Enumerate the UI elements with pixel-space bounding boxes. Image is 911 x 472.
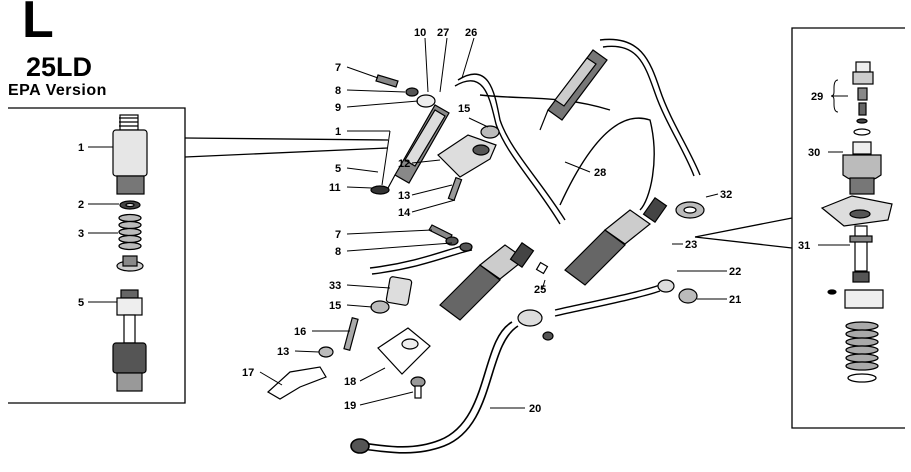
injector-body: [112, 114, 148, 195]
callout-label: 14: [398, 207, 411, 219]
seal-32: [675, 201, 705, 219]
engine-model: 25LD: [26, 52, 93, 82]
lever-17: [266, 366, 327, 400]
pump-detail-frame: [694, 27, 905, 429]
callout-labels: 1 2 3 5 7 8 9 1 5 11 10 27 26 15 12 13 1…: [78, 27, 823, 415]
callout-label: 20: [529, 403, 541, 415]
banjo-fitting-9: [416, 94, 436, 108]
callout-label: 7: [335, 62, 341, 74]
callout-label: 22: [729, 266, 741, 278]
pump-flange: [820, 195, 893, 227]
callout-label: 12: [398, 158, 410, 170]
callout-label: 1: [335, 126, 341, 138]
callout-label: 8: [335, 85, 341, 97]
callout-label: 31: [798, 240, 810, 252]
sleeve-33: [385, 276, 413, 306]
callout-label: 5: [335, 163, 341, 175]
callout-label: 10: [414, 27, 426, 39]
pump-plunger: [827, 225, 884, 309]
key-25: [535, 261, 549, 275]
upper-injector: [539, 49, 608, 131]
callout-label: 28: [594, 167, 606, 179]
callout-label: 25: [534, 284, 546, 296]
injector-assembly: [370, 104, 450, 195]
callout-label: 30: [808, 147, 820, 159]
injector-washer: [119, 200, 141, 210]
pump-barrel-head: [842, 141, 882, 195]
callout-label: 29: [811, 91, 823, 103]
callout-label: 15: [458, 103, 470, 115]
callout-label: 16: [294, 326, 306, 338]
callout-label: 8: [335, 246, 341, 258]
callout-label: 27: [437, 27, 449, 39]
callout-label: 32: [720, 189, 732, 201]
injector-spring-seat: [116, 255, 144, 272]
callout-label: 18: [344, 376, 356, 388]
stud-16: [343, 317, 359, 351]
callout-label: 7: [335, 229, 341, 241]
tee-fitting: [517, 309, 554, 341]
callout-label: 21: [729, 294, 741, 306]
injector-nozzle: [112, 289, 147, 392]
pump-spring: [845, 321, 879, 383]
callout-label: 19: [344, 400, 356, 412]
washer-13: [318, 346, 334, 358]
leader-lines: [88, 37, 850, 409]
injector-detail-frame: [8, 107, 389, 404]
callout-label: 15: [329, 300, 341, 312]
nut-15: [370, 125, 500, 314]
callout-label: 3: [78, 228, 84, 240]
fitting-21: [657, 279, 698, 304]
callout-label: 9: [335, 102, 341, 114]
version-label: EPA Version: [8, 82, 107, 99]
callout-label: 11: [329, 182, 341, 194]
washers-8: [405, 87, 473, 252]
stud-14: [447, 176, 463, 202]
delivery-valve-parts: [852, 61, 874, 136]
injector-spring: [118, 213, 142, 251]
bracket-12: [437, 134, 497, 178]
callout-label: 2: [78, 199, 84, 211]
injection-pump-left: [439, 241, 535, 321]
section-letter: L: [22, 0, 54, 49]
bolts-7: [375, 74, 453, 241]
callout-label: 13: [277, 346, 289, 358]
callout-label: 1: [78, 142, 84, 154]
injection-pump-right: [564, 196, 668, 286]
screw-19: [410, 376, 426, 399]
fuel-pipes: [369, 38, 701, 317]
guide-18: [377, 327, 431, 375]
callout-label: 5: [78, 297, 84, 309]
callout-bracket-29: [830, 79, 839, 113]
callout-label: 13: [398, 190, 410, 202]
callout-label: 26: [465, 27, 477, 39]
callout-label: 23: [685, 239, 697, 251]
callout-label: 33: [329, 280, 341, 292]
return-hose: [350, 321, 519, 454]
callout-label: 17: [242, 367, 254, 379]
